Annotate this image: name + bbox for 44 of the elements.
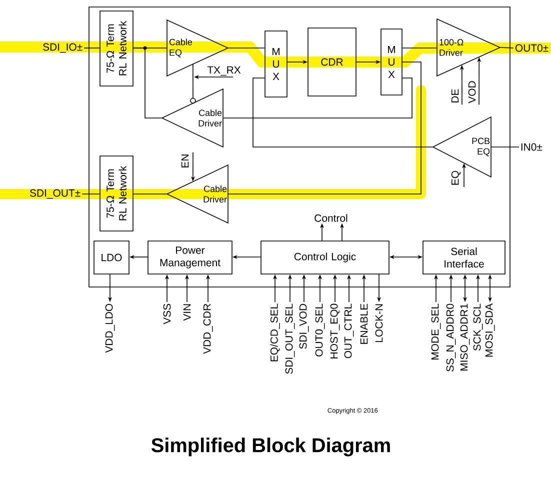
signal-label: TX_RX xyxy=(207,66,241,76)
block-box: Power Management xyxy=(148,240,232,274)
pin-label: LOCK-N xyxy=(375,304,383,342)
signal-line xyxy=(133,46,162,118)
pin-label: OUT_CTRL xyxy=(344,304,354,358)
pin-label: VIN xyxy=(183,304,191,321)
pin-label: SS_N_ADDR0 xyxy=(446,304,456,372)
chip-outline xyxy=(88,6,510,288)
pin-label: SDI_OUT± xyxy=(30,189,80,199)
pin-label: SDI_OUT_SEL xyxy=(285,304,295,374)
pin-label: SCK_SCL xyxy=(473,304,483,351)
pin-label: VSS xyxy=(163,304,171,324)
pin-label: IN0± xyxy=(521,143,542,151)
pin-label: VDD_LDO xyxy=(105,304,115,353)
pin-label: OUT0_SEL xyxy=(315,304,325,356)
pin-label: EQ/CD_SEL xyxy=(270,304,280,362)
signal-label: Control xyxy=(314,214,348,222)
signal-line xyxy=(252,78,433,148)
signal-label: DE xyxy=(451,89,459,102)
pin-label: MOSI_SDA xyxy=(485,303,495,357)
block-box: Control Logic xyxy=(260,240,390,274)
pin-label: HOST_EQ0 xyxy=(330,304,340,358)
signal-line xyxy=(500,47,514,48)
multiplexer-box: M U X xyxy=(380,28,402,96)
pin-label: SDI_IO± xyxy=(43,43,82,53)
signal-line xyxy=(228,62,422,194)
block-box: LDO xyxy=(94,240,130,274)
pin-label: OUT0± xyxy=(515,44,548,52)
signal-line xyxy=(223,78,412,118)
signal-line xyxy=(192,64,194,98)
termination-network-box: 75-Ω Term RL Network xyxy=(100,10,134,86)
pin-label: VDD_CDR xyxy=(203,304,213,354)
title: Simplified Block Diagram xyxy=(151,438,390,456)
pin-label: MODE_SEL xyxy=(431,304,441,360)
pin-label: ENABLE xyxy=(360,304,368,344)
signal-line xyxy=(491,146,520,148)
multiplexer-box: M U X xyxy=(264,30,288,98)
pin-label: SDI_VOD xyxy=(299,304,309,349)
signal-label: EQ xyxy=(451,170,461,185)
signal-label: VOD xyxy=(468,81,476,104)
block-box: CDR xyxy=(308,28,356,96)
termination-network-box: 75-Ω Term RL Network xyxy=(100,156,134,232)
block-box: Serial Interface xyxy=(422,240,506,274)
pin-label: MISO_ADDR1 xyxy=(460,304,470,371)
